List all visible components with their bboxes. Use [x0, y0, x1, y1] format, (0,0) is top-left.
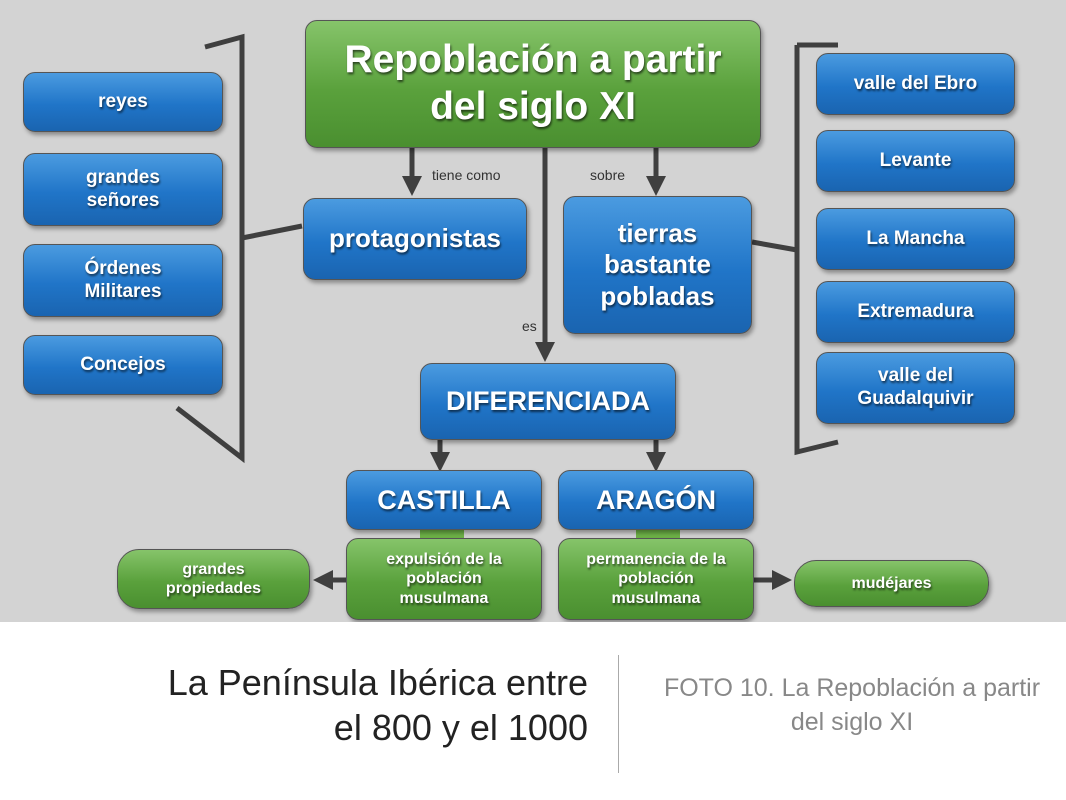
castilla-detail-node: expulsión de la población musulmana: [346, 538, 542, 620]
right-item-extremadura: Extremadura: [816, 281, 1015, 343]
footer-divider: [618, 655, 619, 773]
castilla-node: CASTILLA: [346, 470, 542, 530]
diferenciada-node: DIFERENCIADA: [420, 363, 676, 440]
label-sobre: sobre: [590, 167, 626, 183]
title-node: Repoblación a partir del siglo XI: [305, 20, 761, 148]
left-bracket-connector: [241, 223, 303, 241]
right-item-valle-guadalquivir: valle del Guadalquivir: [816, 352, 1015, 424]
photo-caption: FOTO 10. La Repoblación a partir del sig…: [663, 674, 1041, 736]
mudejares-node: mudéjares: [794, 560, 989, 607]
slide-title: La Península Ibérica entre el 800 y el 1…: [167, 662, 588, 748]
left-item-concejos: Concejos: [23, 335, 223, 395]
left-item-reyes: reyes: [23, 72, 223, 132]
left-item-grandes-senores: grandes señores: [23, 153, 223, 226]
label-tiene-como: tiene como: [432, 167, 501, 183]
label-es: es: [522, 318, 537, 334]
right-item-la-mancha: La Mancha: [816, 208, 1015, 270]
right-item-levante: Levante: [816, 130, 1015, 192]
tierras-node: tierras bastante pobladas: [563, 196, 752, 334]
connector-lines: [175, 33, 839, 590]
aragon-node: ARAGÓN: [558, 470, 754, 530]
right-bracket-connector: [751, 239, 798, 253]
aragon-detail-node: permanencia de la población musulmana: [558, 538, 754, 620]
left-item-ordenes-militares: Órdenes Militares: [23, 244, 223, 317]
protagonistas-node: protagonistas: [303, 198, 527, 280]
right-bracket: [794, 42, 839, 456]
right-item-valle-ebro: valle del Ebro: [816, 53, 1015, 115]
left-bracket: [175, 33, 245, 464]
concept-map: Repoblación a partir del siglo XI tiene …: [0, 0, 1066, 622]
grandes-propiedades-node: grandes propiedades: [117, 549, 310, 609]
